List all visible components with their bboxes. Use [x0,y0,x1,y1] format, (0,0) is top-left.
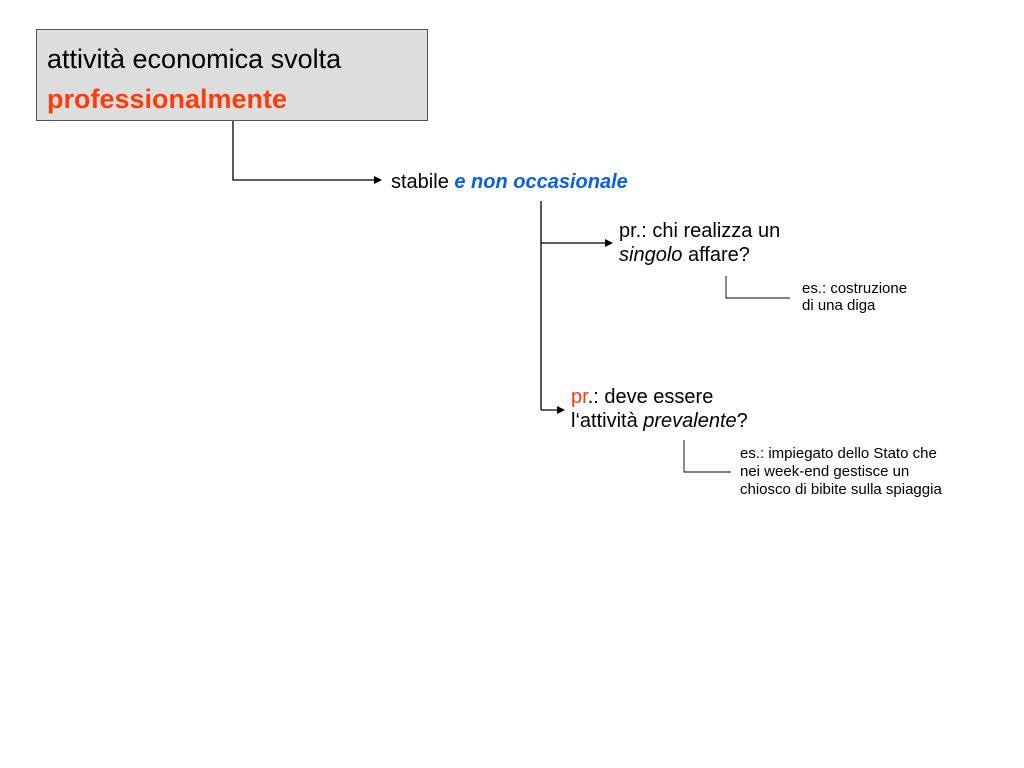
question1-line2: singolo affare? [619,243,780,267]
question2-line1-rest: .: deve essere [587,386,714,408]
stable-node: stabile e non occasionale [391,170,628,194]
example2-line2: nei week-end gestisce un [740,463,910,480]
concept-keyword: professionalmente [47,84,288,114]
concept-box: attività economica svolta professionalme… [36,29,428,121]
connector-to-example2 [683,440,731,473]
question1-rest: affare? [682,244,750,266]
question2-prefix: pr [571,386,588,408]
example1-line1: es.: costruzione [802,280,908,297]
question2-line2-start: l‘attività [571,410,644,432]
example2-line1: es.: impiegato dello Stato che [740,445,937,462]
stable-plain: stabile [391,171,455,193]
example1-line2: di una diga [802,297,876,314]
question2-italic: prevalente [643,410,737,432]
connector-title-to-stable [232,121,382,184]
question1-line1: pr.: chi realizza un [619,220,781,242]
question2-line1: pr.: deve essere [571,385,748,409]
connector-to-example1 [725,276,790,299]
question2-line2-end: ? [736,410,748,432]
question2-line2: l‘attività prevalente? [571,409,748,433]
concept-line1: attività economica svolta [47,44,342,74]
example2-line3: chiosco di bibite sulla spiaggia [740,481,942,498]
question1-node: pr.: chi realizza un singolo affare? [619,219,780,267]
question2-node: pr.: deve essere l‘attività prevalente? [571,385,748,433]
stable-emphasis: e non occasionale [454,171,628,193]
example1-node: es.: costruzione di una diga [802,280,907,314]
example2-node: es.: impiegato dello Stato che nei week-… [740,445,942,499]
question1-italic: singolo [619,244,683,266]
